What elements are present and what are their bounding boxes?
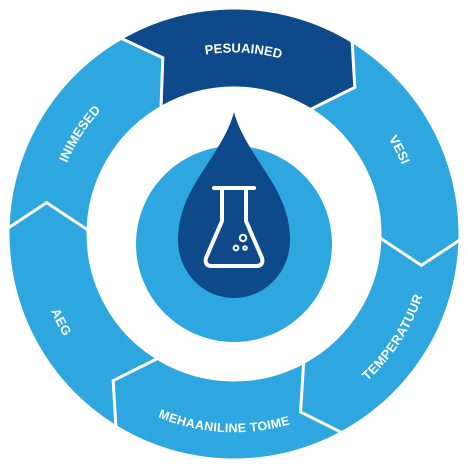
segment-aeg bbox=[6, 200, 165, 433]
segment-vesi bbox=[303, 35, 462, 268]
segment-mehaaniline-toime bbox=[111, 356, 351, 462]
drop-shape bbox=[178, 112, 290, 298]
segment-inimesed bbox=[6, 33, 170, 237]
segment-pesuained bbox=[117, 6, 357, 112]
center-emblem bbox=[136, 112, 332, 342]
lab-flask-icon bbox=[203, 186, 265, 268]
segment-temperatuur bbox=[298, 231, 462, 435]
